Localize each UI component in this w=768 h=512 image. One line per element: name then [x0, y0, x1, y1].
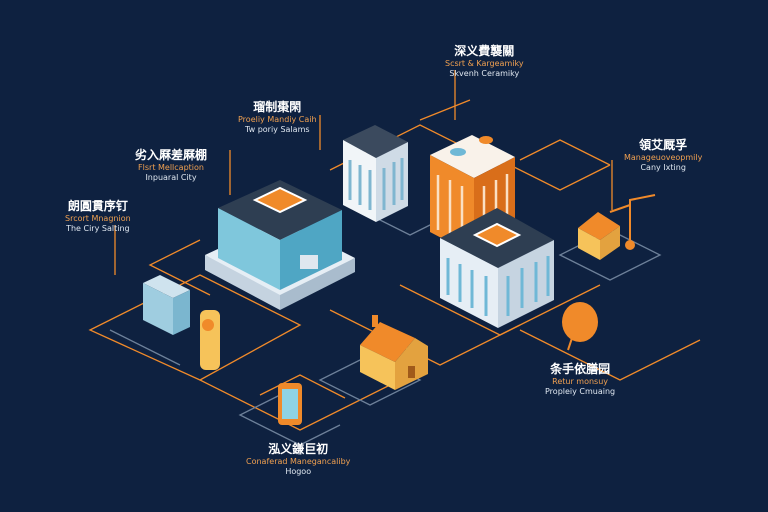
label-title: 劣入厤差厤棚 — [135, 148, 208, 162]
label-subtitle: Cany Ixting — [640, 163, 686, 172]
label-upper-left: 瑠制棗閑 Proeliy Mandiy Caih Tw poriy Salams — [238, 100, 317, 135]
label-subtitle: Retur monsuy — [552, 377, 609, 386]
label-title: 泓义鎌巨初 — [268, 442, 329, 456]
label-subtitle: Inpuaral City — [145, 173, 197, 182]
label-lower-right: 条手依膳园 Retur monsuy Propleiy Cmuaing — [545, 362, 615, 397]
label-title: 瑠制棗閑 — [253, 100, 302, 114]
glass-office-building-right — [440, 208, 554, 328]
label-subtitle: The Ciry Salting — [66, 224, 130, 233]
label-title: 朗圓貫序钉 — [67, 199, 128, 213]
label-subtitle: Tw poriy Salams — [245, 125, 310, 134]
label-bottom: 泓义鎌巨初 Conaferad Manegancaliby Hogoo — [246, 442, 350, 477]
office-building-glass — [205, 180, 355, 310]
white-office-tower — [343, 125, 408, 222]
label-subtitle: Propleiy Cmuaing — [545, 387, 616, 396]
label-subtitle: Conaferad Manegancaliby — [246, 457, 351, 466]
label-subtitle: Srcort Mnagnion — [65, 214, 131, 223]
label-subtitle: Manageuoveopmily — [624, 153, 703, 162]
construction-site — [578, 194, 656, 260]
satellite-dish — [562, 302, 598, 351]
label-left: 朗圓貫序钉 Srcort Mnagnion The Ciry Salting — [65, 199, 131, 234]
label-subtitle: Scsrt & Kargeamiky — [445, 59, 524, 68]
kiosk-box — [143, 275, 190, 335]
label-top-center: 深义費襲關 Scsrt & Kargeamiky Skvenh Ceramiky — [445, 44, 524, 79]
charging-station — [200, 310, 220, 370]
smartphone — [278, 383, 302, 425]
label-subtitle: Hogoo — [285, 467, 312, 476]
label-subtitle: Flsrt Mellcaption — [138, 163, 204, 172]
label-subtitle: Proeliy Mandiy Caih — [238, 115, 317, 124]
label-subtitle: Skvenh Ceramiky — [449, 69, 520, 78]
label-title: 条手依膳园 — [550, 362, 611, 376]
label-title: 領艾厩孚 — [639, 138, 688, 152]
label-right: 領艾厩孚 Manageuoveopmily Cany Ixting — [624, 138, 702, 173]
label-title: 深义費襲關 — [454, 44, 515, 58]
house — [360, 315, 428, 390]
label-left-middle: 劣入厤差厤棚 Flsrt Mellcaption Inpuaral City — [135, 148, 207, 183]
